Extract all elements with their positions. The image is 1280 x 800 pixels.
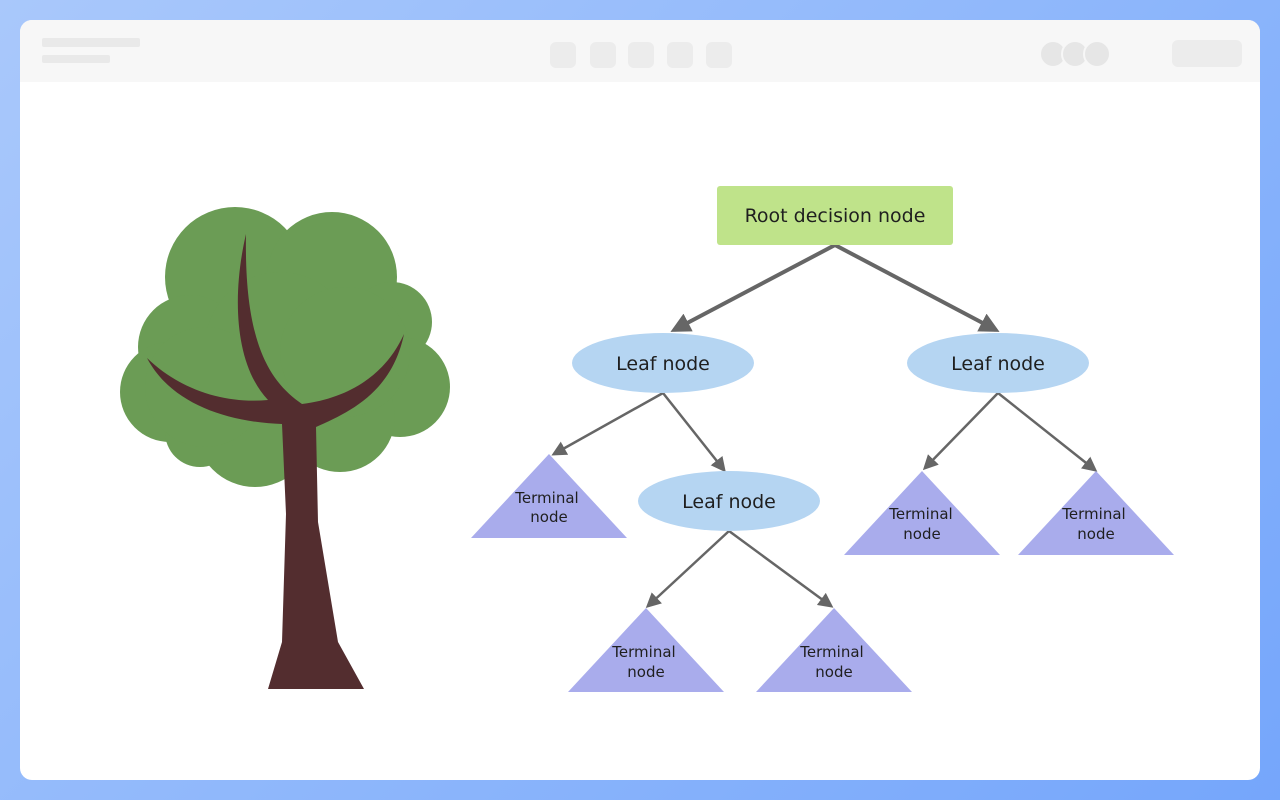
edge-leaf-left-terminal-1 [551, 391, 664, 456]
terminal-node-4-label-line1: Terminal [611, 643, 675, 661]
terminal-node-3-label-line1: Terminal [1061, 505, 1125, 523]
root-decision-node[interactable]: Root decision node [717, 186, 953, 245]
leaf-node-right[interactable]: Leaf node [907, 333, 1089, 393]
leaf-node-mid[interactable]: Leaf node [638, 471, 820, 531]
leaf-node-right-label: Leaf node [951, 353, 1045, 375]
terminal-node-4[interactable]: Terminal node [568, 608, 724, 692]
tree-foliage [120, 207, 450, 487]
terminal-node-3[interactable]: Terminal node [1018, 471, 1174, 555]
terminal-node-5[interactable]: Terminal node [756, 608, 912, 692]
edge-leaf-left-leaf-mid [662, 392, 726, 473]
tool-button-5[interactable] [706, 42, 732, 68]
document-subtitle-placeholder [42, 55, 110, 63]
terminal-node-1-label-line1: Terminal [514, 489, 578, 507]
tree-illustration [120, 207, 450, 689]
connectors [551, 243, 1098, 609]
toolbar [20, 20, 1260, 82]
edge-leaf-mid-terminal-4 [645, 530, 730, 609]
terminal-node-5-label-line1: Terminal [799, 643, 863, 661]
terminal-node-2-label-line2: node [903, 525, 940, 543]
document-title-placeholder [42, 38, 140, 47]
terminal-node-2[interactable]: Terminal node [844, 471, 1000, 555]
edge-leaf-right-terminal-2 [922, 392, 999, 471]
diagram-canvas: Root decision node Leaf node Leaf node L… [20, 82, 1260, 780]
leaf-node-left[interactable]: Leaf node [572, 333, 754, 393]
terminal-node-5-label-line2: node [815, 663, 852, 681]
edge-leaf-mid-terminal-5 [728, 529, 834, 608]
terminal-node-1-label-line2: node [530, 508, 567, 526]
terminal-node-2-label-line1: Terminal [888, 505, 952, 523]
terminal-node-1[interactable]: Terminal node [471, 454, 627, 538]
tool-button-2[interactable] [590, 42, 616, 68]
edge-root-leaf-right [834, 243, 1000, 332]
decision-tree-diagram: Root decision node Leaf node Leaf node L… [120, 186, 1174, 692]
root-node-label: Root decision node [745, 205, 926, 227]
share-button[interactable] [1172, 40, 1242, 67]
tool-button-4[interactable] [667, 42, 693, 68]
terminal-node-3-label-line2: node [1077, 525, 1114, 543]
edge-root-leaf-left [670, 243, 836, 332]
edge-leaf-right-terminal-3 [997, 392, 1098, 472]
leaf-node-mid-label: Leaf node [682, 491, 776, 513]
terminal-node-4-label-line2: node [627, 663, 664, 681]
tool-button-3[interactable] [628, 42, 654, 68]
collaborator-avatar-3[interactable] [1083, 40, 1111, 68]
tool-button-1[interactable] [550, 42, 576, 68]
leaf-node-left-label: Leaf node [616, 353, 710, 375]
app-window: Root decision node Leaf node Leaf node L… [20, 20, 1260, 780]
